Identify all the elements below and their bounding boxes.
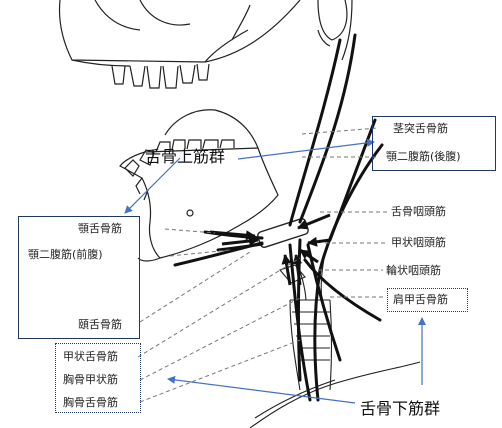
label-hyoglossus-pharyngeal: 舌骨咽頭筋 [391, 206, 446, 217]
suprahyoid-group-title: 舌骨上筋群 [145, 149, 225, 165]
label-thyropharyngeal: 甲状咽頭筋 [391, 237, 446, 248]
label-geniohyoid: 頤舌骨筋 [78, 319, 122, 330]
styloid-region [318, 0, 352, 60]
constrictor-muscle [315, 145, 382, 400]
infrahyoid-group-title: 舌骨下筋群 [360, 401, 440, 417]
label-digastric-anterior: 顎二腹筋(前腹) [28, 249, 103, 260]
skull-maxilla [60, 0, 301, 88]
label-mylohyoid: 顎舌骨筋 [78, 223, 122, 234]
label-thyrohyoid: 甲状舌骨筋 [63, 351, 118, 362]
label-sternothyroid: 胸骨甲状筋 [63, 374, 118, 385]
group-arrows [125, 142, 422, 403]
label-cricopharyngeal: 輪状咽頭筋 [386, 265, 441, 276]
pharynx-muscle [299, 240, 301, 380]
label-sternohyoid: 胸骨舌骨筋 [63, 397, 118, 408]
label-stylohyoid: 茎突舌骨筋 [393, 123, 448, 134]
label-omohyoid: 肩甲舌骨筋 [393, 294, 448, 305]
label-digastric-posterior: 顎二腹筋(後腹) [386, 151, 461, 162]
muscle-lines [175, 35, 382, 400]
thyrohyoid-muscle [308, 245, 340, 360]
